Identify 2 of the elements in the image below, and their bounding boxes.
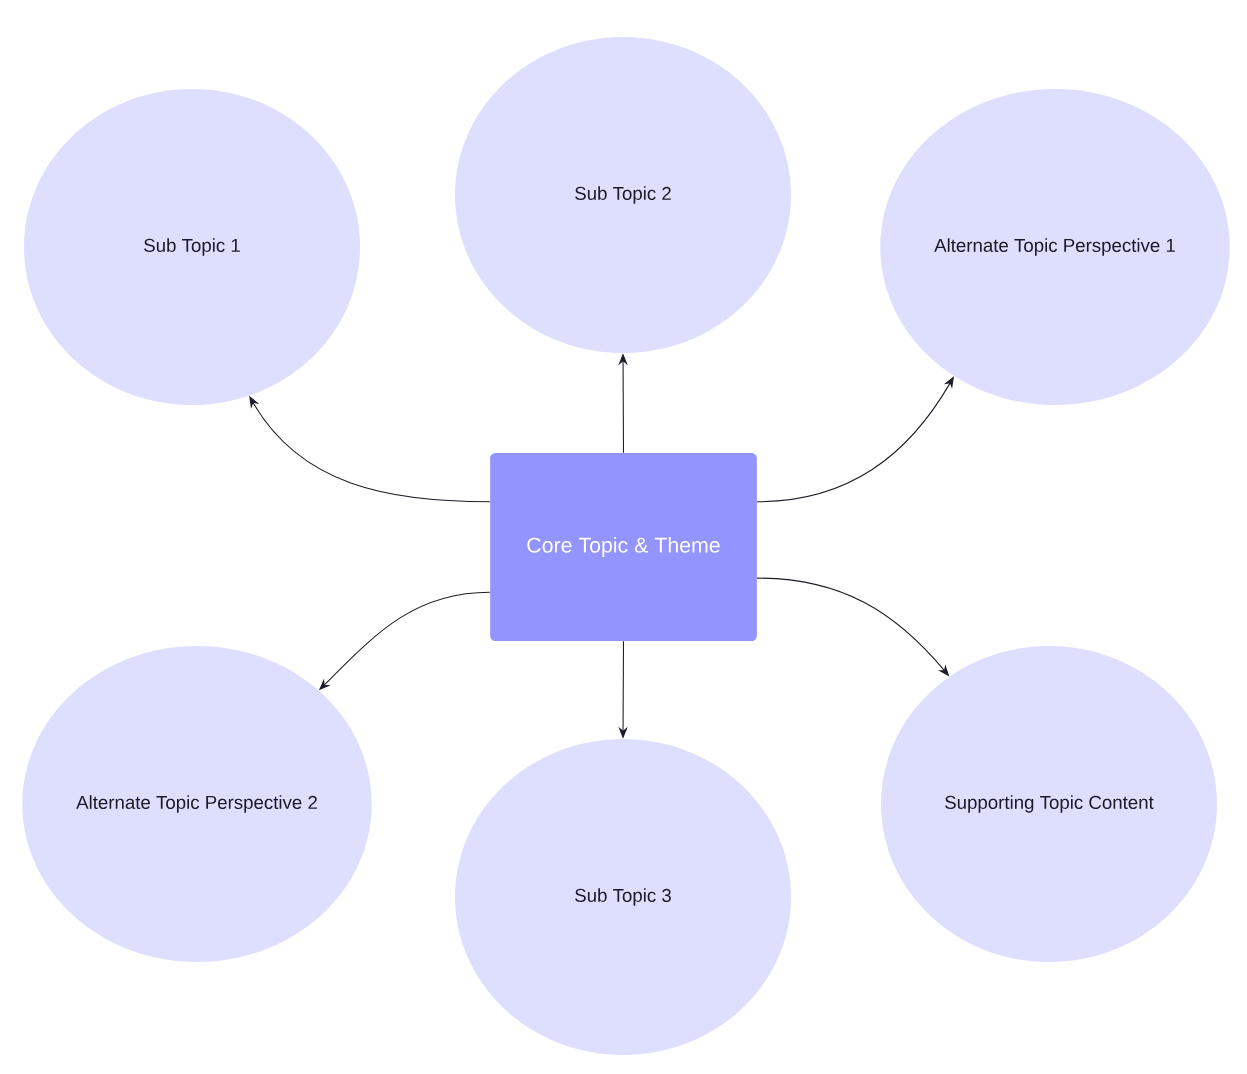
- core-topic-box: Core Topic & Theme: [490, 453, 757, 641]
- arrow: [756, 376, 954, 503]
